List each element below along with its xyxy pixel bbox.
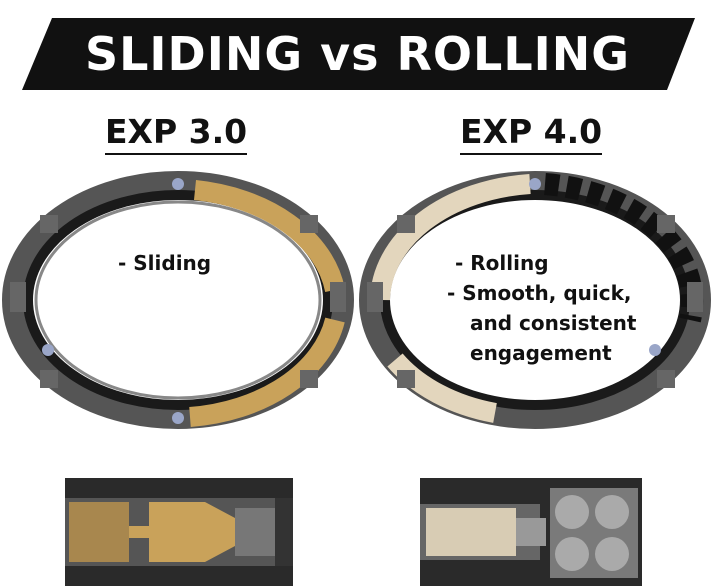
exp40-note-smooth: - Smooth, quick, [447, 281, 632, 305]
exp40-note-rolling: - Rolling [455, 251, 549, 275]
exp30-ring-illustration [2, 171, 354, 429]
exp40-note-consistent: and consistent [470, 311, 637, 335]
exp30-heading: EXP 3.0 [105, 112, 248, 155]
exp40-ring-illustration [359, 171, 711, 429]
title-banner [22, 18, 695, 90]
exp40-heading: EXP 4.0 [460, 112, 603, 155]
exp40-note-engagement: engagement [470, 341, 612, 365]
exp30-note-sliding: - Sliding [118, 251, 212, 275]
exp30-sliding-cross-section [65, 478, 293, 586]
exp40-rolling-cross-section [420, 478, 642, 586]
banner-title: SLIDING vs ROLLING [84, 27, 631, 81]
